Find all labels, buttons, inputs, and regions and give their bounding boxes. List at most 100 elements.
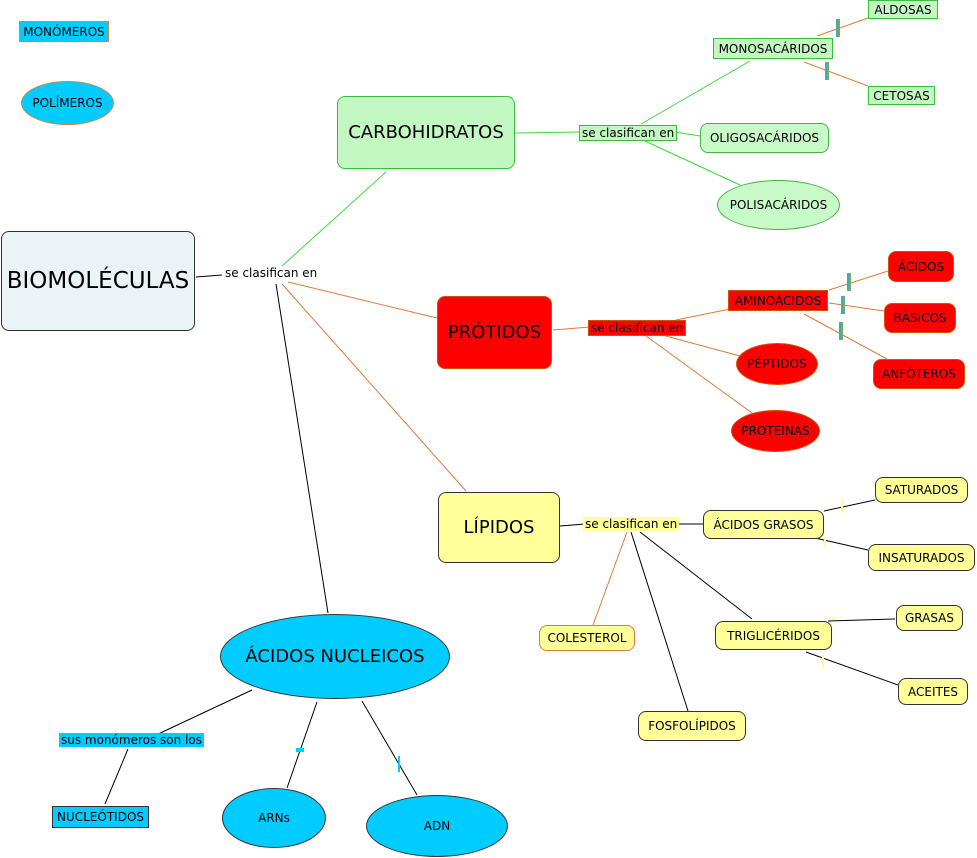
node-carbohidratos[interactable]: CARBOHIDRATOS [337,96,515,169]
edge-carbo-poli [644,140,741,186]
node-protidos[interactable]: PRÓTIDOS [437,296,552,369]
edge-link-nucleicos [275,283,329,614]
edge-link-proteinas [645,335,753,414]
edge-marker [296,748,304,752]
legend-polimeros[interactable]: POLÍMEROS [21,81,114,125]
legend-monomeros-label: MONÓMEROS [23,24,105,39]
edge-carbo-link [515,131,581,134]
edge-carbo-mono [640,60,751,125]
edge-marker [841,499,843,513]
node-fosfolipidos-label: FOSFOLÍPIDOS [648,719,736,733]
edge-amino-basicos [828,302,885,312]
node-grasas-label: GRASAS [904,611,955,625]
edge-root-link [195,274,223,278]
edge-link-lipidos [281,283,467,492]
edge-ag-saturados [823,499,876,512]
edge-marker [841,296,845,314]
node-polisacaridos[interactable]: POLISACÁRIDOS [717,180,840,230]
node-biomoleculas-label: BIOMOLÉCULAS [6,268,190,294]
edge-mono-aldosas [816,17,869,37]
node-saturados[interactable]: SATURADOS [875,477,968,503]
node-acidos-grasos[interactable]: ÁCIDOS GRASOS [703,510,824,539]
node-peptidos[interactable]: PÉPTIDOS [736,343,818,385]
edge-marker [847,273,851,291]
edge-tg-grasas [827,618,896,622]
node-trigliceridos-label: TRIGLICÉRIDOS [727,628,820,643]
node-nucleotidos-label: NUCLEÓTIDOS [56,810,145,824]
node-arns[interactable]: ARNs [222,788,326,848]
node-proteinas[interactable]: PROTEINAS [731,410,820,452]
node-cetosas-label: CETOSAS [873,88,930,103]
node-lipidos-label: LÍPIDOS [463,517,535,538]
node-colesterol-label: COLESTEROL [547,631,627,645]
node-oligosacaridos-label: OLIGOSACÁRIDOS [709,131,820,145]
node-nucleotidos[interactable]: NUCLEÓTIDOS [52,806,149,828]
node-insaturados[interactable]: INSATURADOS [868,544,975,571]
edge-link-fosfolipidos [630,531,689,712]
edge-link-protidos [287,281,438,319]
edge-tg-aceites [805,651,899,686]
node-basicos[interactable]: BÁSICOS [884,303,956,333]
node-saturados-label: SATURADOS [884,483,959,497]
node-aminoacidos[interactable]: AMINOÁCIDOS [728,290,828,311]
node-carbohidratos-label: CARBOHIDRATOS [348,122,504,143]
node-acidos-nucleicos[interactable]: ÁCIDOS NUCLEICOS [220,614,450,699]
edge-marker [822,655,824,669]
node-protidos-label: PRÓTIDOS [447,322,542,343]
edge-nuc-link [155,689,253,736]
node-insaturados-label: INSATURADOS [878,550,965,565]
node-oligosacaridos[interactable]: OLIGOSACÁRIDOS [700,123,829,153]
node-aceites[interactable]: ACEITES [898,678,968,705]
edge-link-amino [675,308,731,321]
node-grasas[interactable]: GRASAS [896,605,963,631]
edge-link-colesterol [592,531,628,626]
edge-nuc-arns [286,701,318,789]
edge-mono-cetosas [803,61,869,87]
node-anfoteros[interactable]: ANFÓTEROS [873,359,965,389]
node-colesterol[interactable]: COLESTEROL [539,625,635,651]
edge-lipidos-link [559,523,586,527]
link-carbohidratos: se clasifican en [579,125,678,141]
node-aldosas[interactable]: ALDOSAS [868,0,938,19]
edge-marker [839,322,843,340]
node-lipidos[interactable]: LÍPIDOS [438,492,560,563]
node-aceites-label: ACEITES [907,684,959,699]
legend-monomeros[interactable]: MONÓMEROS [19,21,109,42]
node-aldosas-label: ALDOSAS [874,2,932,17]
edge-marker [825,62,829,80]
edge-marker [398,756,400,772]
legend-polimeros-label: POLÍMEROS [32,96,103,110]
node-peptidos-label: PÉPTIDOS [747,357,807,371]
link-root: se clasifican en [223,266,320,280]
link-lipidos: se clasifican en [583,517,680,531]
node-anfoteros-label: ANFÓTEROS [882,367,956,381]
edge-amino-acidos [828,270,889,291]
node-monosacaridos[interactable]: MONOSACÁRIDOS [713,38,833,59]
node-acidos[interactable]: ÁCIDOS [888,251,954,282]
node-fosfolipidos[interactable]: FOSFOLÍPIDOS [638,711,746,741]
edge-marker [829,617,835,619]
node-acidos-grasos-label: ÁCIDOS GRASOS [713,517,814,532]
node-cetosas[interactable]: CETOSAS [868,86,935,105]
node-acidos-label: ÁCIDOS [897,259,945,274]
link-protidos: se clasifican en [588,320,687,336]
edge-amino-anfoteros [803,313,888,360]
node-monosacaridos-label: MONOSACÁRIDOS [718,41,828,56]
node-biomoleculas[interactable]: BIOMOLÉCULAS [1,231,195,331]
node-acidos-nucleicos-label: ÁCIDOS NUCLEICOS [245,646,425,667]
node-adn[interactable]: ADN [366,795,508,857]
node-arns-label: ARNs [258,811,290,825]
edge-carbo-oligo [674,131,701,137]
edge-marker [836,19,840,37]
node-trigliceridos[interactable]: TRIGLICÉRIDOS [715,621,832,650]
link-nucleicos: sus monómeros son los [59,733,204,747]
node-polisacaridos-label: POLISACÁRIDOS [729,198,828,212]
node-aminoacidos-label: AMINOÁCIDOS [734,293,822,308]
node-proteinas-label: PROTEINAS [741,424,810,438]
edge-nuc-adn [361,700,418,796]
edge-protidos-link [552,326,591,331]
edge-ag-insaturados [814,537,869,551]
edge-marker [824,537,826,547]
edge-link-peptidos [661,334,741,357]
